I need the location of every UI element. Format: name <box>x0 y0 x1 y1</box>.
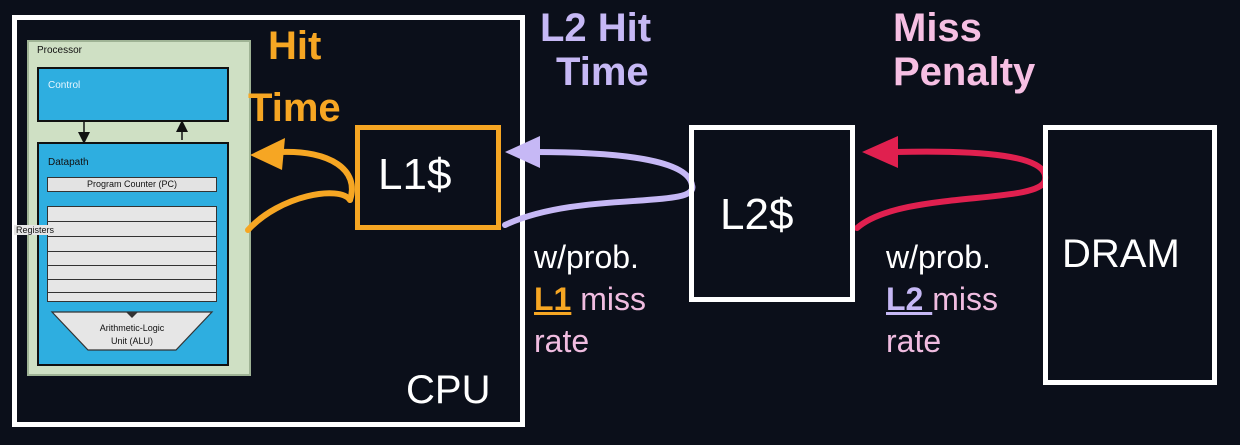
l2-cache-box <box>689 125 855 302</box>
miss-arrowhead <box>862 136 898 168</box>
program-counter: Program Counter (PC) <box>47 177 217 192</box>
control-label: Control <box>48 80 81 91</box>
l1-miss-note: w/prob. L1 miss rate <box>534 239 646 359</box>
alu-label-2: Unit (ALU) <box>111 336 153 346</box>
alu-label-1: Arithmetic-Logic <box>100 323 165 333</box>
hit-time-title-2: Time <box>248 86 341 130</box>
l2-hit-time-title: L2 Hit Time <box>540 6 652 94</box>
miss-arrow <box>854 148 1049 231</box>
l2-miss-note: w/prob. L2 miss rate <box>886 239 998 359</box>
miss-penalty-title: Miss Penalty <box>893 6 1036 94</box>
hit-time-title: Hit <box>268 24 322 68</box>
registers-label: Registers <box>14 225 57 235</box>
l1-cache-label: L1$ <box>378 150 452 199</box>
alu-shape <box>50 311 214 351</box>
hit-path-in <box>245 190 353 233</box>
registers-block <box>47 206 217 302</box>
processor-title: Processor <box>37 45 83 56</box>
hit-arrow <box>277 148 355 203</box>
l2-cache-label: L2$ <box>720 190 794 239</box>
control-block <box>37 67 229 122</box>
l1-cache-box <box>355 125 501 230</box>
dram-box <box>1043 125 1217 385</box>
cpu-label: CPU <box>406 368 491 412</box>
datapath-label: Datapath <box>48 157 89 168</box>
dram-label: DRAM <box>1062 232 1180 276</box>
l2-hit-arrowhead <box>505 136 540 168</box>
hit-arrowhead <box>250 138 285 170</box>
